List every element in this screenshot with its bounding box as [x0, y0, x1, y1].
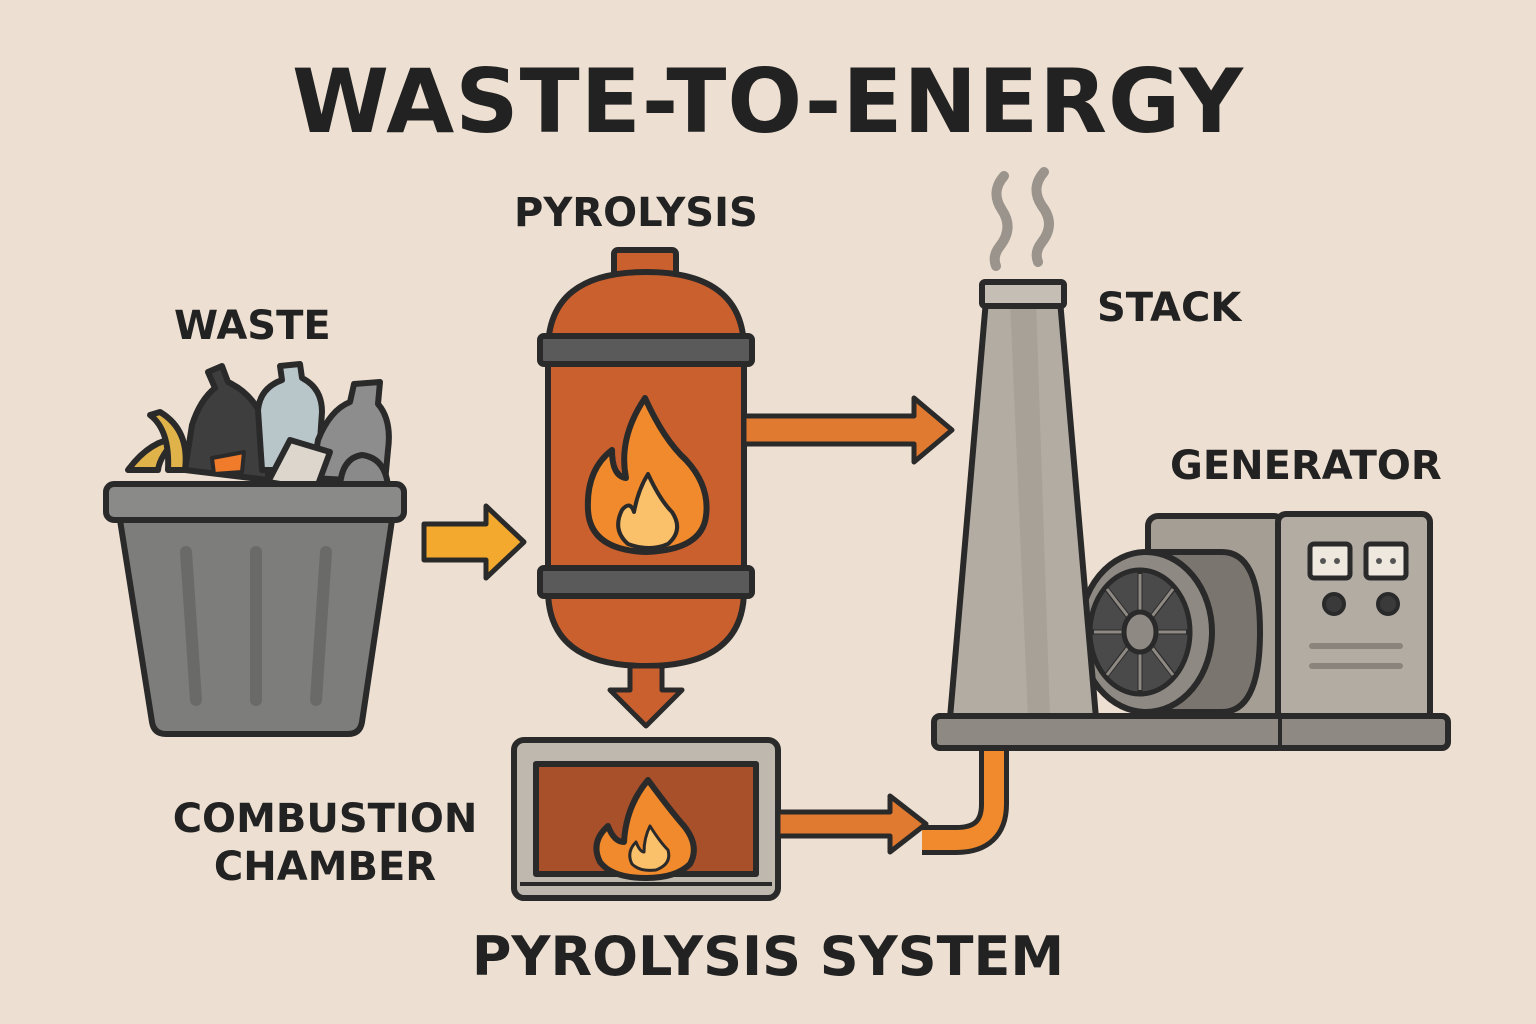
waste-label: WASTE	[174, 303, 331, 349]
combustion-chamber-label: COMBUSTION CHAMBER	[172, 796, 478, 890]
smoke-icon	[989, 167, 1054, 271]
gas-flow-arrow-icon	[741, 395, 955, 465]
stack-label: STACK	[1097, 285, 1242, 331]
turbine-icon	[1087, 567, 1193, 697]
smokestack-icon	[947, 279, 1099, 721]
heat-flow-arrow-icon	[775, 793, 929, 855]
diagram-title: WASTE-TO-ENERGY	[292, 50, 1244, 153]
input-arrow-icon	[421, 503, 527, 581]
combustion-chamber-icon	[511, 737, 781, 901]
platform-base	[931, 713, 1451, 751]
char-flow-arrow-icon	[607, 663, 685, 729]
flame-icon	[593, 777, 697, 881]
generator-label: GENERATOR	[1170, 443, 1442, 489]
pyrolysis-label: PYROLYSIS	[514, 190, 758, 236]
generator-icon	[1077, 511, 1433, 723]
pyrolysis-reactor-icon	[537, 247, 755, 669]
diagram-subtitle: PYROLYSIS SYSTEM	[471, 925, 1065, 988]
waste-bin-icon	[103, 361, 407, 737]
flame-icon	[584, 395, 710, 555]
